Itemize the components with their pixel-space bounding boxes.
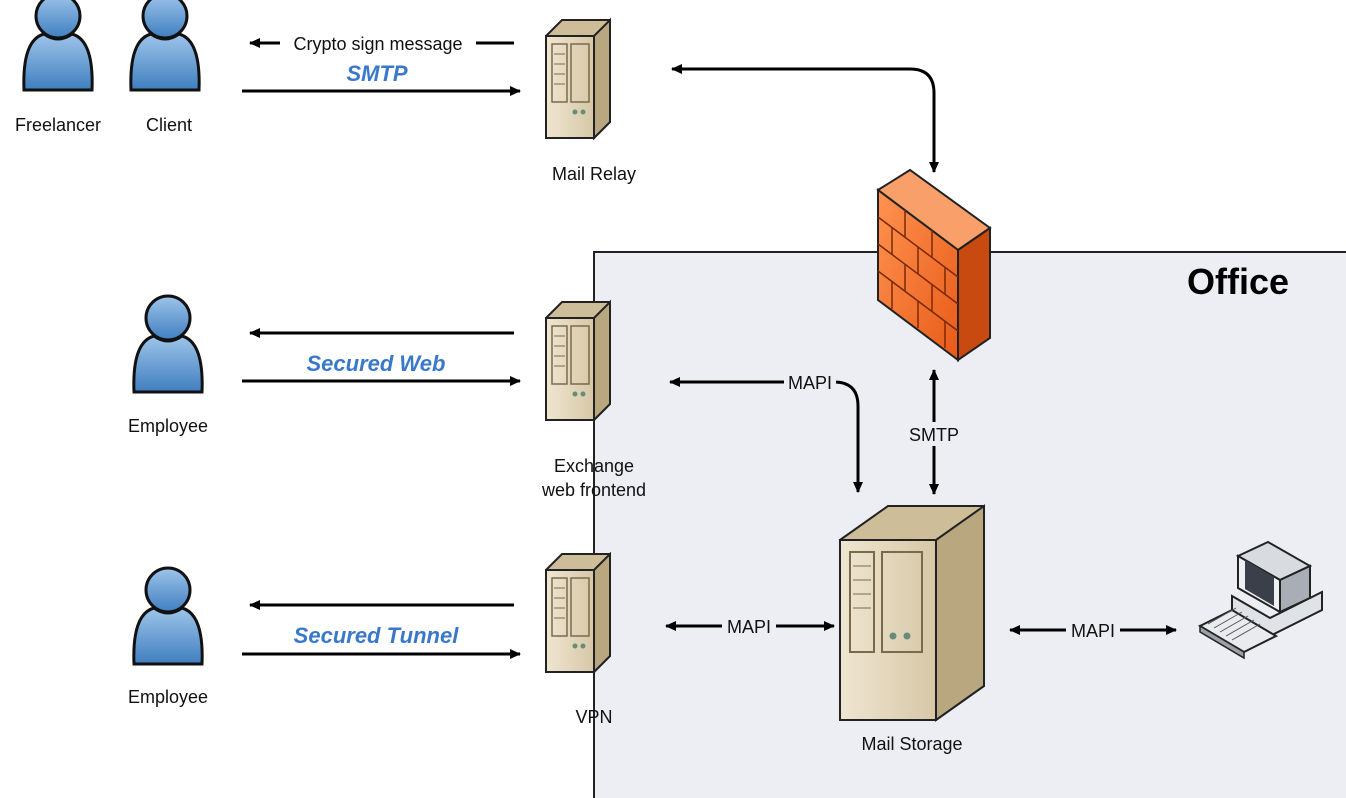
vpn-server-icon — [545, 553, 611, 673]
mapi-workstation-label: MAPI — [1071, 621, 1115, 641]
smtp-internal-bg — [902, 422, 966, 446]
mapi-exchange-label: MAPI — [788, 373, 832, 393]
smtp-internal-label: SMTP — [909, 425, 959, 445]
crypto-sign-label: Crypto sign message — [293, 34, 462, 54]
mapi-workstation-bg — [1066, 618, 1120, 642]
secured-web-label: Secured Web — [307, 351, 446, 376]
mail-relay-server-icon — [545, 19, 611, 139]
employee-vpn-person-icon — [132, 566, 204, 666]
crypto-label-bg — [280, 31, 476, 55]
mail-relay-label: Mail Relay — [552, 164, 636, 184]
employee-web-person-icon — [132, 294, 204, 394]
office-title: Office — [1187, 261, 1289, 302]
client-person-icon — [129, 0, 201, 92]
mapi-exchange-bg — [784, 370, 836, 394]
exchange-label-line2: web frontend — [541, 480, 646, 500]
employee-web-label: Employee — [128, 416, 208, 436]
firewall-icon — [876, 168, 992, 362]
employee-vpn-label: Employee — [128, 687, 208, 707]
mail-storage-label: Mail Storage — [861, 734, 962, 754]
workstation-icon — [1197, 540, 1323, 660]
mail-storage-server-icon — [838, 504, 985, 722]
freelancer-label: Freelancer — [15, 115, 101, 135]
exchange-server-icon — [545, 301, 611, 421]
vpn-label: VPN — [575, 707, 612, 727]
exchange-label-line1: Exchange — [554, 456, 634, 476]
mapi-vpn-bg — [722, 614, 776, 638]
mapi-vpn-label: MAPI — [727, 617, 771, 637]
smtp-external-label: SMTP — [346, 61, 407, 86]
freelancer-person-icon — [22, 0, 94, 92]
client-label: Client — [146, 115, 192, 135]
secured-tunnel-label: Secured Tunnel — [294, 623, 460, 648]
